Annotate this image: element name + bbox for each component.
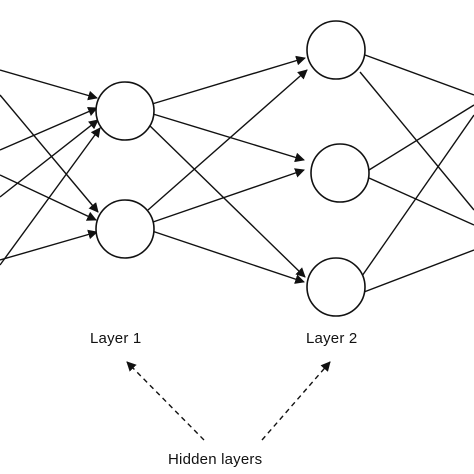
connection-edge [361, 114, 474, 277]
neuron-layer2-node3 [306, 257, 366, 317]
connection-edge [151, 230, 305, 284]
neurons [95, 20, 370, 317]
connection-edge [0, 127, 101, 266]
neuron-layer1-node1 [95, 81, 155, 141]
layer2-output-connections [359, 54, 474, 293]
connection-edge [0, 174, 97, 221]
input-connections [0, 69, 101, 266]
connection-edge [147, 69, 308, 211]
connection-edge [0, 229, 98, 261]
connection-edge [364, 54, 474, 96]
neuron-layer2-node1 [306, 20, 366, 80]
connection-edge [0, 69, 98, 101]
layer1-to-layer2-connections [147, 55, 308, 284]
connection-edge [368, 104, 474, 171]
connection-edge [147, 123, 306, 278]
neuron-layer2-node2 [310, 143, 370, 203]
connection-edge [0, 119, 99, 198]
hidden-layers-label: Hidden layers [168, 451, 263, 468]
neuron-layer1-node2 [95, 199, 155, 259]
connection-edge [368, 177, 474, 226]
dashed-arrow-to-layer2 [261, 361, 331, 441]
connection-edge [0, 94, 99, 213]
connection-edge [0, 107, 98, 151]
connection-edge [151, 55, 306, 105]
connection-edge [363, 249, 474, 293]
connection-edge [152, 113, 305, 163]
dashed-arrow-to-layer1 [126, 361, 205, 441]
connection-edge [152, 168, 305, 223]
layer1-label: Layer 1 [90, 330, 142, 347]
layer2-label: Layer 2 [306, 330, 358, 347]
hidden-layer-pointers [126, 361, 331, 441]
